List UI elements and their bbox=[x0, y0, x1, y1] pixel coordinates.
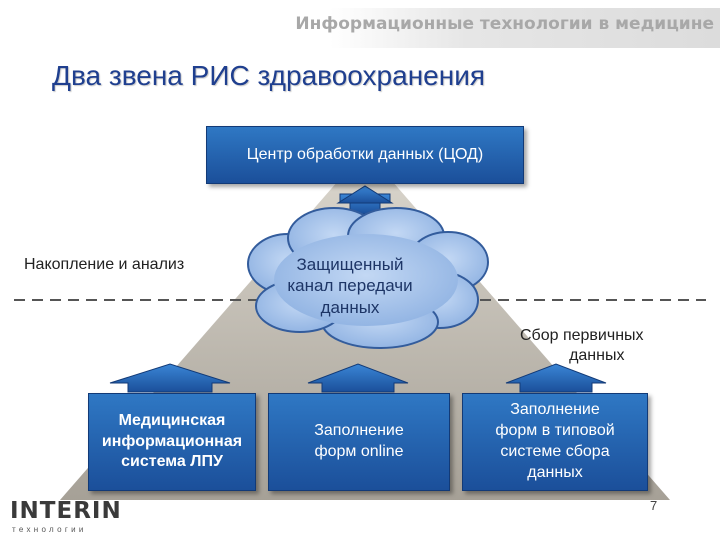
typical-line-2: форм в типовой bbox=[495, 422, 615, 440]
typical-line-4: данных bbox=[527, 463, 583, 481]
presentation-topic: Информационные технологии в медицине bbox=[295, 14, 714, 34]
typical-system-box: Заполнение форм в типовой системе сбора … bbox=[462, 393, 648, 491]
online-forms-box: Заполнение форм online bbox=[268, 393, 450, 491]
up-arrow-icon-right bbox=[505, 363, 607, 393]
header-strip bbox=[330, 8, 720, 48]
primary-line-2: данных bbox=[569, 347, 625, 364]
data-center-label: Центр обработки данных (ЦОД) bbox=[246, 146, 484, 163]
hospital-mis-box: Медицинская информационная система ЛПУ bbox=[88, 393, 256, 491]
primary-line-1: Сбор первичных bbox=[520, 327, 644, 344]
primary-collection-label: Сбор первичных данных bbox=[520, 326, 644, 366]
online-line-1: Заполнение bbox=[314, 422, 404, 440]
interin-logo: INTERIN технологии bbox=[10, 498, 121, 534]
up-arrow-icon-center-top bbox=[336, 185, 394, 215]
mis-line-2: информационная bbox=[101, 432, 243, 450]
mis-line-1: Медицинская bbox=[118, 411, 226, 429]
logo-text: INTERIN bbox=[10, 498, 122, 524]
accumulation-label: Накопление и анализ bbox=[24, 256, 185, 273]
cloud-shape bbox=[247, 207, 489, 349]
cloud-line-3: данных bbox=[320, 297, 380, 317]
data-center-box: Центр обработки данных (ЦОД) bbox=[206, 126, 524, 184]
slide-title: Два звена РИС здравоохранения bbox=[52, 60, 486, 91]
secure-channel-label: Защищенный канал передачи данных bbox=[268, 254, 432, 318]
typical-line-3: системе сбора bbox=[500, 443, 610, 460]
page-number: 7 bbox=[650, 498, 658, 513]
up-arrow-icon-left bbox=[109, 363, 231, 393]
cloud-line-1: Защищенный bbox=[296, 255, 404, 274]
cloud-line-2: канал передачи bbox=[287, 276, 413, 296]
up-arrow-icon-middle bbox=[307, 363, 409, 393]
online-line-2: форм online bbox=[314, 443, 404, 460]
mis-line-3: система ЛПУ bbox=[121, 453, 223, 471]
logo-subtext: технологии bbox=[12, 525, 87, 534]
typical-line-1: Заполнение bbox=[510, 401, 600, 419]
